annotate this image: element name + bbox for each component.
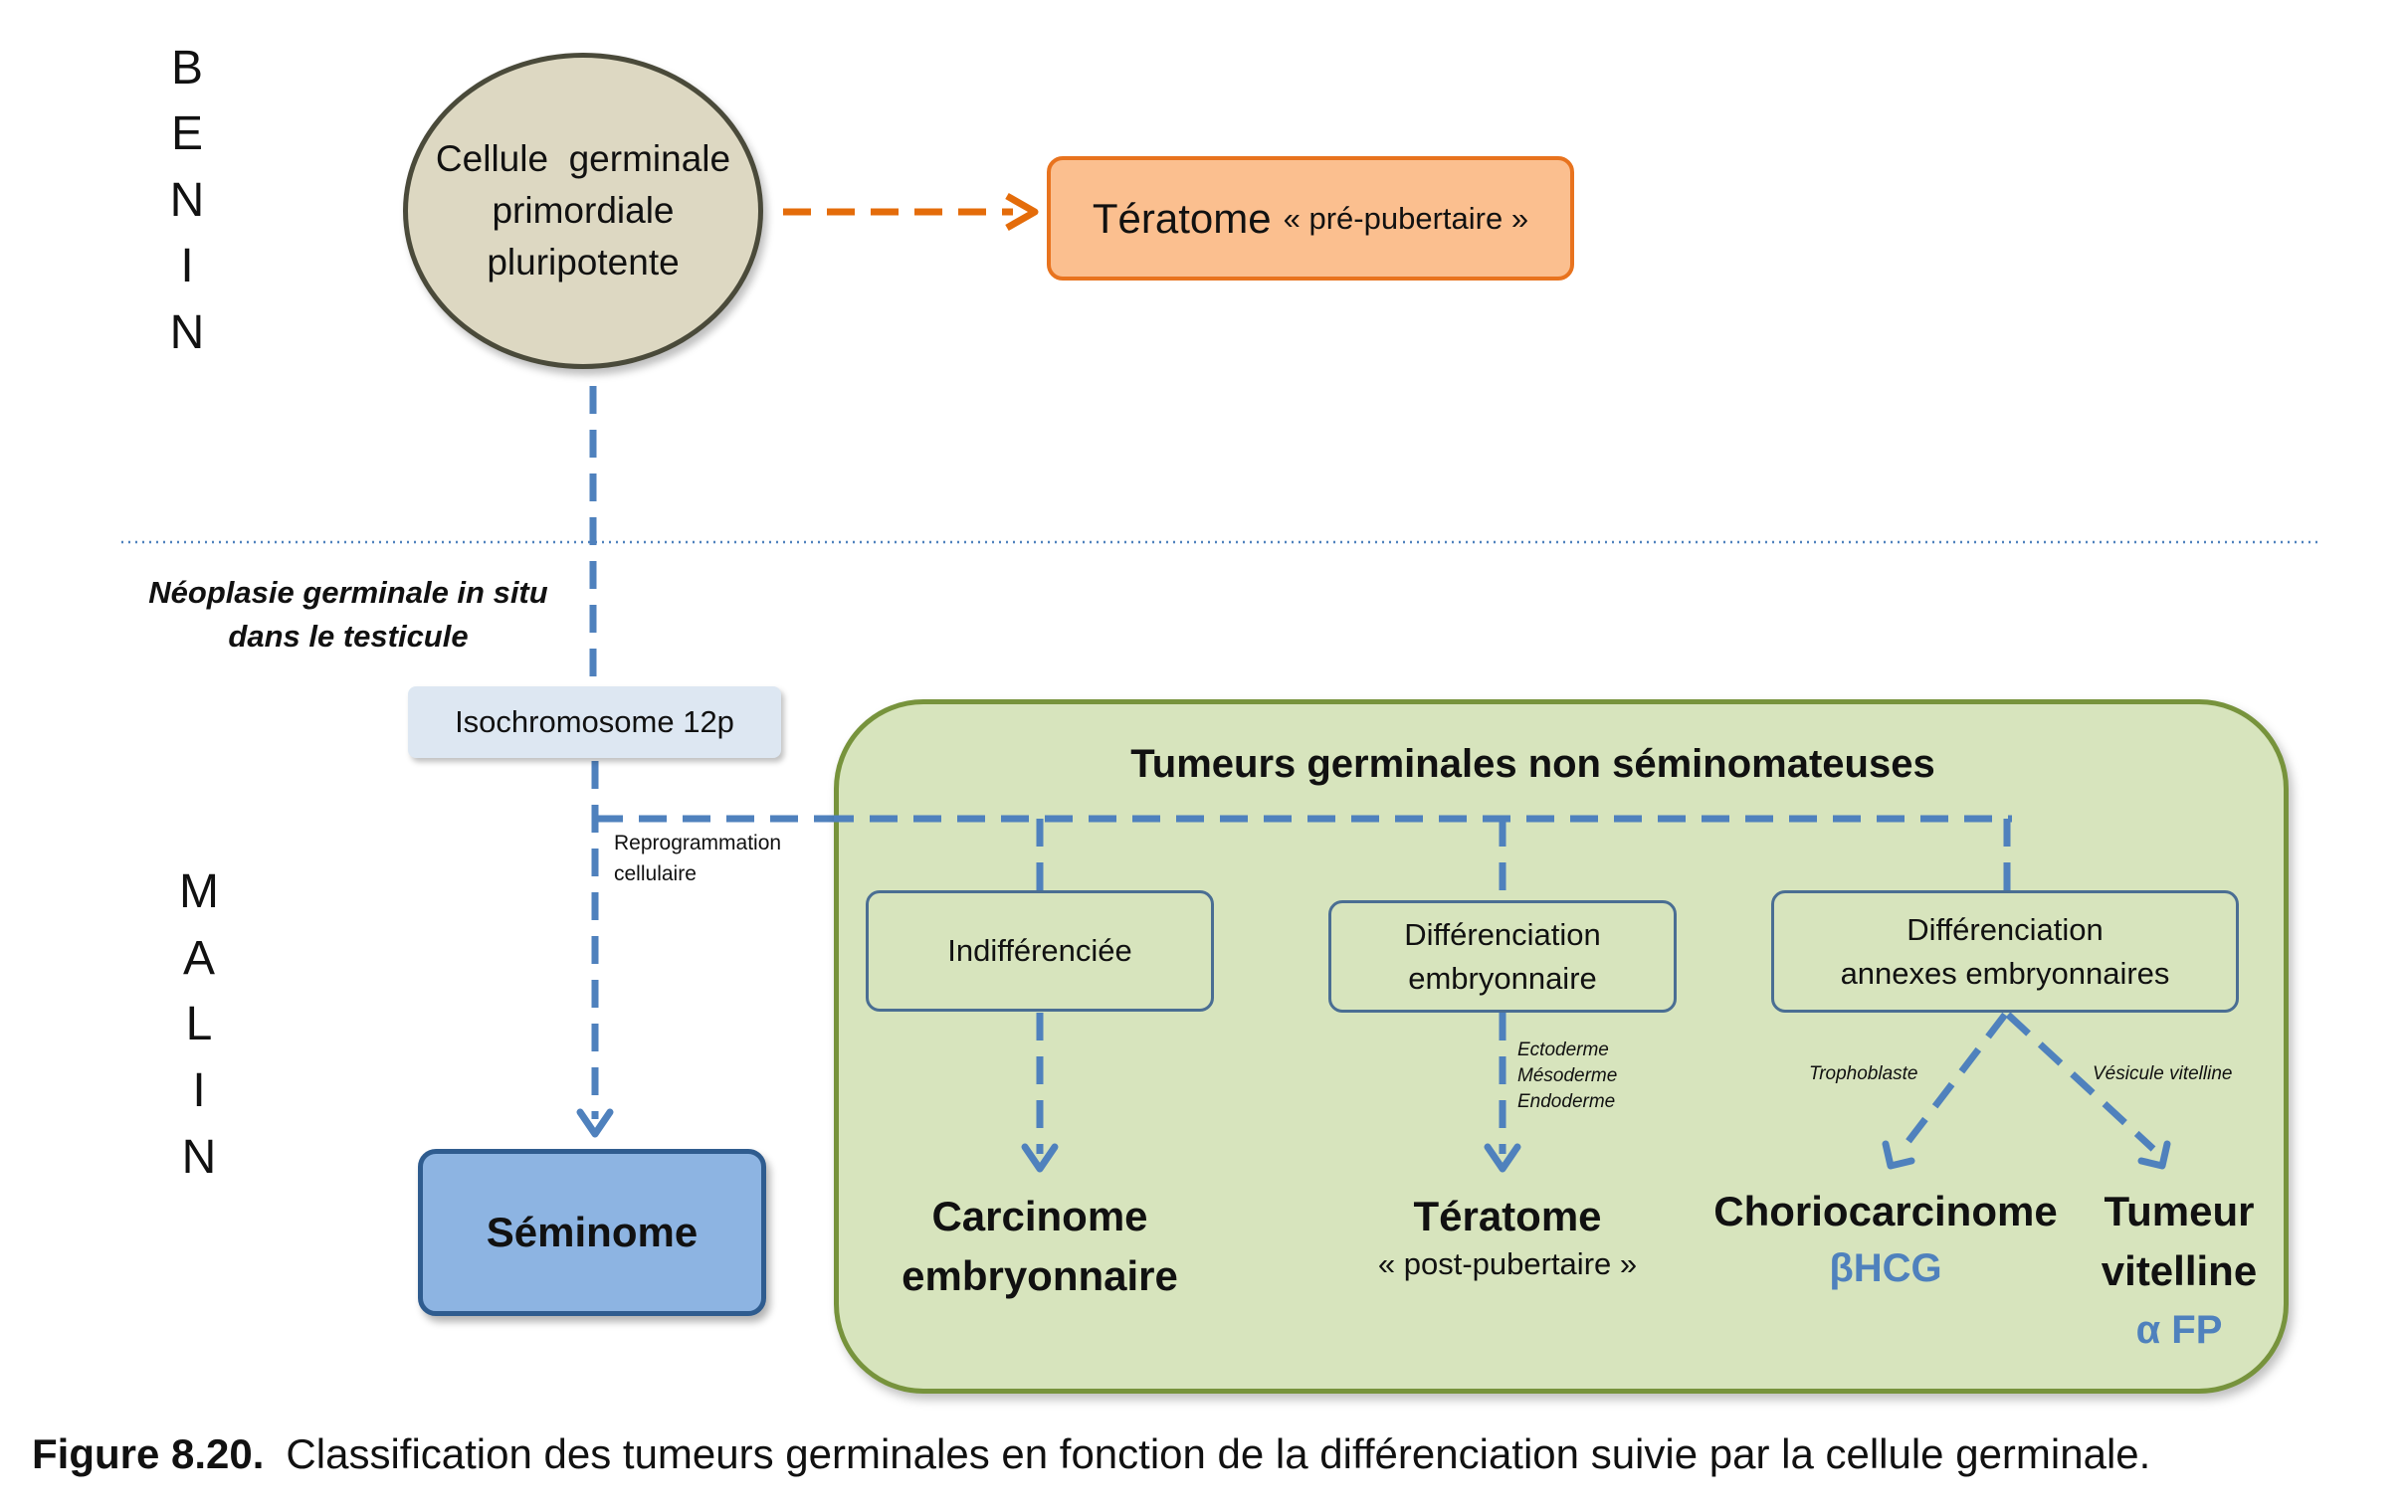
teratome-post: Tératome (1413, 1193, 1602, 1239)
teratome-pre-sub: « pré-pubertaire » (1283, 200, 1529, 236)
seminome-box: Séminome (418, 1149, 766, 1316)
seminome-label: Séminome (486, 1209, 699, 1255)
embryo-box-line1: Différenciation (1404, 916, 1601, 952)
non-seminomateuses-title: Tumeurs germinales non séminomateuses (1130, 742, 1935, 786)
reprogrammation-line1: Reprogrammation (614, 832, 782, 854)
carcinome-line1: Carcinome (931, 1193, 1148, 1239)
primordial-cell-ellipse: Cellule germinale primordiale pluripoten… (403, 53, 763, 369)
isochromosome-label: Isochromosome 12p (455, 704, 734, 739)
trophoblaste-label: Trophoblaste (1809, 1063, 1918, 1084)
tumeur-vitelline: Tumeur vitelline (2065, 1182, 2294, 1301)
malin-letter: I (192, 1064, 206, 1117)
afp-marker: α FP (2135, 1308, 2223, 1352)
figure-caption-text: Classification des tumeurs germinales en… (286, 1430, 2151, 1477)
teratome-pre-label: Tératome (1092, 194, 1272, 242)
bhcg-marker: βHCG (1829, 1246, 1942, 1290)
benin-letter: I (180, 240, 194, 292)
neoplasie-line2: dans le testicule (228, 619, 469, 654)
reprogrammation-line2: cellulaire (614, 862, 697, 885)
indifferenciee-box: Indifférenciée (866, 890, 1214, 1012)
figure-caption: Figure 8.20. Classification des tumeurs g… (32, 1430, 2400, 1478)
malin-letter: N (181, 1131, 217, 1184)
reprogrammation-label: Reprogrammation cellulaire (614, 828, 781, 889)
figure-number: Figure 8.20. (32, 1430, 265, 1477)
carcinome-embryonnaire: Carcinome embryonnaire (861, 1187, 1219, 1306)
benin-letter: N (169, 174, 205, 227)
benin-letter: B (170, 42, 203, 94)
malin-letter: M (179, 865, 219, 918)
embryo-box-line2: embryonnaire (1408, 960, 1597, 996)
vitelline-line2: vitelline (2101, 1247, 2258, 1294)
annexes-box-line1: Différenciation (1906, 911, 2104, 947)
teratome-pre-pubertaire-box: Tératome « pré-pubertaire » (1047, 156, 1574, 281)
carcinome-line2: embryonnaire (902, 1252, 1178, 1299)
malin-letter: L (185, 998, 213, 1050)
malin-letter: A (182, 932, 215, 985)
vitelline-line1: Tumeur (2104, 1188, 2255, 1234)
layer-mesoderme: Mésoderme (1517, 1065, 1618, 1086)
indifferenciee-label: Indifférenciée (947, 933, 1132, 968)
differenciation-embryonnaire-box: Différenciation embryonnaire (1328, 900, 1677, 1013)
isochromosome-box: Isochromosome 12p (408, 686, 781, 758)
benin-letter: N (169, 306, 205, 359)
cell-line1: Cellule germinale (435, 138, 731, 179)
differenciation-annexes-box: Différenciation annexes embryonnaires (1771, 890, 2239, 1013)
annexes-box-line2: annexes embryonnaires (1840, 955, 2170, 991)
cell-line3: pluripotente (487, 242, 680, 283)
layer-endoderme: Endoderme (1517, 1091, 1616, 1112)
neoplasie-line1: Néoplasie germinale in situ (148, 575, 548, 610)
cell-line2: primordiale (492, 190, 675, 231)
germ-layers: Ectoderme Mésoderme Endoderme (1517, 1038, 1617, 1115)
vesicule-vitelline-label: Vésicule vitelline (2093, 1063, 2233, 1084)
benin-letter: E (170, 107, 203, 160)
neoplasie-label: Néoplasie germinale in situ dans le test… (119, 571, 577, 659)
teratome-post-sub: « post-pubertaire » (1377, 1246, 1638, 1281)
choriocarcinome: Choriocarcinome (1713, 1188, 2058, 1234)
layer-ectoderme: Ectoderme (1517, 1040, 1609, 1060)
